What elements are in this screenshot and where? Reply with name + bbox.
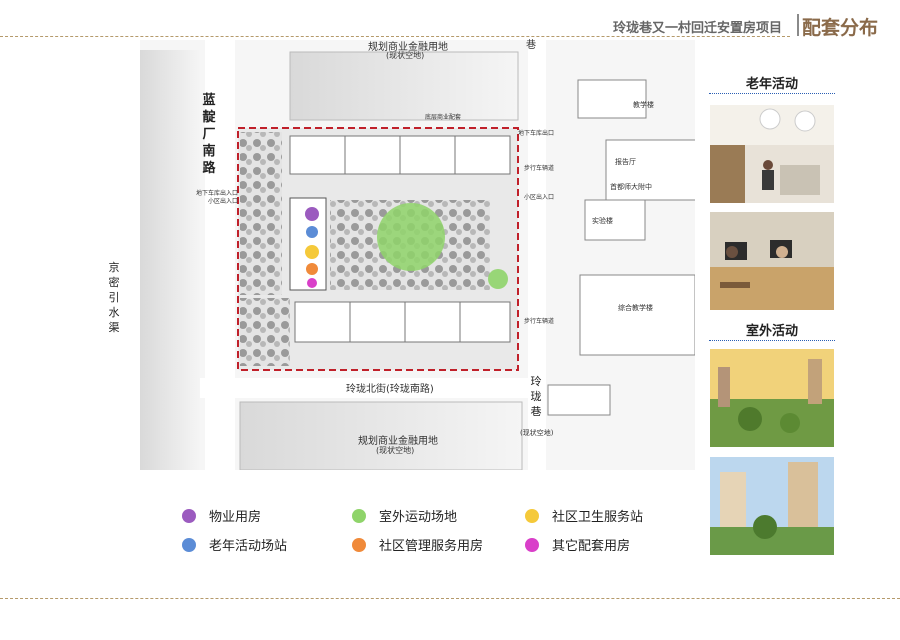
legend-item-health: 社区卫生服务站 bbox=[525, 506, 643, 525]
legend-label: 物业用房 bbox=[209, 510, 262, 525]
site-plan-drawing bbox=[140, 40, 697, 471]
south-road-label: 玲珑北街(玲珑南路) bbox=[346, 384, 434, 395]
photo-heading-elderly: 老年活动 bbox=[745, 77, 798, 92]
page-title: 配套分布 bbox=[801, 17, 878, 39]
purple-dot-icon bbox=[182, 508, 196, 523]
outdoor-photo-1 bbox=[710, 349, 834, 447]
east-road-note: (现状空地) bbox=[520, 429, 554, 437]
side-entry-label: 小区出入口 bbox=[524, 194, 555, 201]
legend-item-property: 物业用房 bbox=[182, 506, 261, 525]
photo-heading-underline bbox=[709, 93, 835, 94]
north-land-note: (现状空地) bbox=[386, 51, 425, 60]
legend-item-elderly: 老年活动场站 bbox=[182, 535, 287, 554]
garage-top-label: 地下车库出口 bbox=[518, 130, 555, 137]
green-dot-icon bbox=[352, 508, 366, 523]
school-building-label: 教学楼 bbox=[633, 101, 654, 109]
site-plan: 规划商业金融用地 (现状空地) 巷 蓝靛厂南路 京密引水渠 玲珑北街(玲珑南路)… bbox=[109, 40, 697, 471]
east-road-top-label: 巷 bbox=[526, 40, 536, 51]
lab-label: 实验楼 bbox=[592, 217, 613, 225]
blue-dot-icon bbox=[182, 537, 196, 552]
header-tick bbox=[797, 14, 799, 36]
legend-label: 社区卫生服务站 bbox=[552, 510, 644, 525]
legend-label: 其它配套用房 bbox=[552, 539, 631, 554]
elderly-photo-1 bbox=[710, 105, 834, 203]
footer-divider bbox=[0, 598, 900, 599]
pedestrian-label: 步行车辆道 bbox=[524, 165, 555, 172]
orange-dot-icon bbox=[352, 537, 366, 552]
photo-heading-outdoor: 室外活动 bbox=[745, 324, 798, 339]
west-road-label: 蓝靛厂南路 bbox=[202, 93, 216, 176]
legend-item-outdoor-sports: 室外运动场地 bbox=[352, 506, 457, 525]
complex-label: 综合教学楼 bbox=[618, 304, 653, 312]
yellow-dot-icon bbox=[525, 508, 539, 523]
community-entry-label: 小区出入口 bbox=[208, 198, 239, 205]
canal-label: 京密引水渠 bbox=[108, 261, 120, 334]
magenta-dot-icon bbox=[525, 537, 539, 552]
gym-label: 报告厅 bbox=[615, 158, 636, 166]
south-land-label: 规划商业金融用地 bbox=[358, 436, 438, 447]
north-land-label: 规划商业金融用地 bbox=[368, 42, 448, 53]
project-title: 玲珑巷又一村回迁安置房项目 bbox=[612, 21, 782, 36]
legend-item-other: 其它配套用房 bbox=[525, 535, 630, 554]
legend-label: 室外运动场地 bbox=[379, 510, 458, 525]
garage-entry-label: 地下车库出入口 bbox=[196, 190, 239, 197]
east-road-label: 玲珑巷 bbox=[530, 375, 542, 418]
header-divider bbox=[0, 36, 790, 37]
photo-heading-underline-2 bbox=[709, 340, 835, 341]
legend-label: 老年活动场站 bbox=[209, 539, 288, 554]
cafe-label: 底层商业配套 bbox=[425, 114, 462, 121]
sidewalk-label: 步行车辆道 bbox=[524, 318, 555, 325]
outdoor-photo-2 bbox=[710, 457, 834, 555]
elderly-photo-2 bbox=[710, 212, 834, 310]
school-name-label: 首都师大附中 bbox=[610, 183, 652, 191]
legend-label: 社区管理服务用房 bbox=[379, 539, 484, 554]
legend-item-community: 社区管理服务用房 bbox=[352, 535, 483, 554]
south-land-note: (现状空地) bbox=[376, 446, 415, 455]
